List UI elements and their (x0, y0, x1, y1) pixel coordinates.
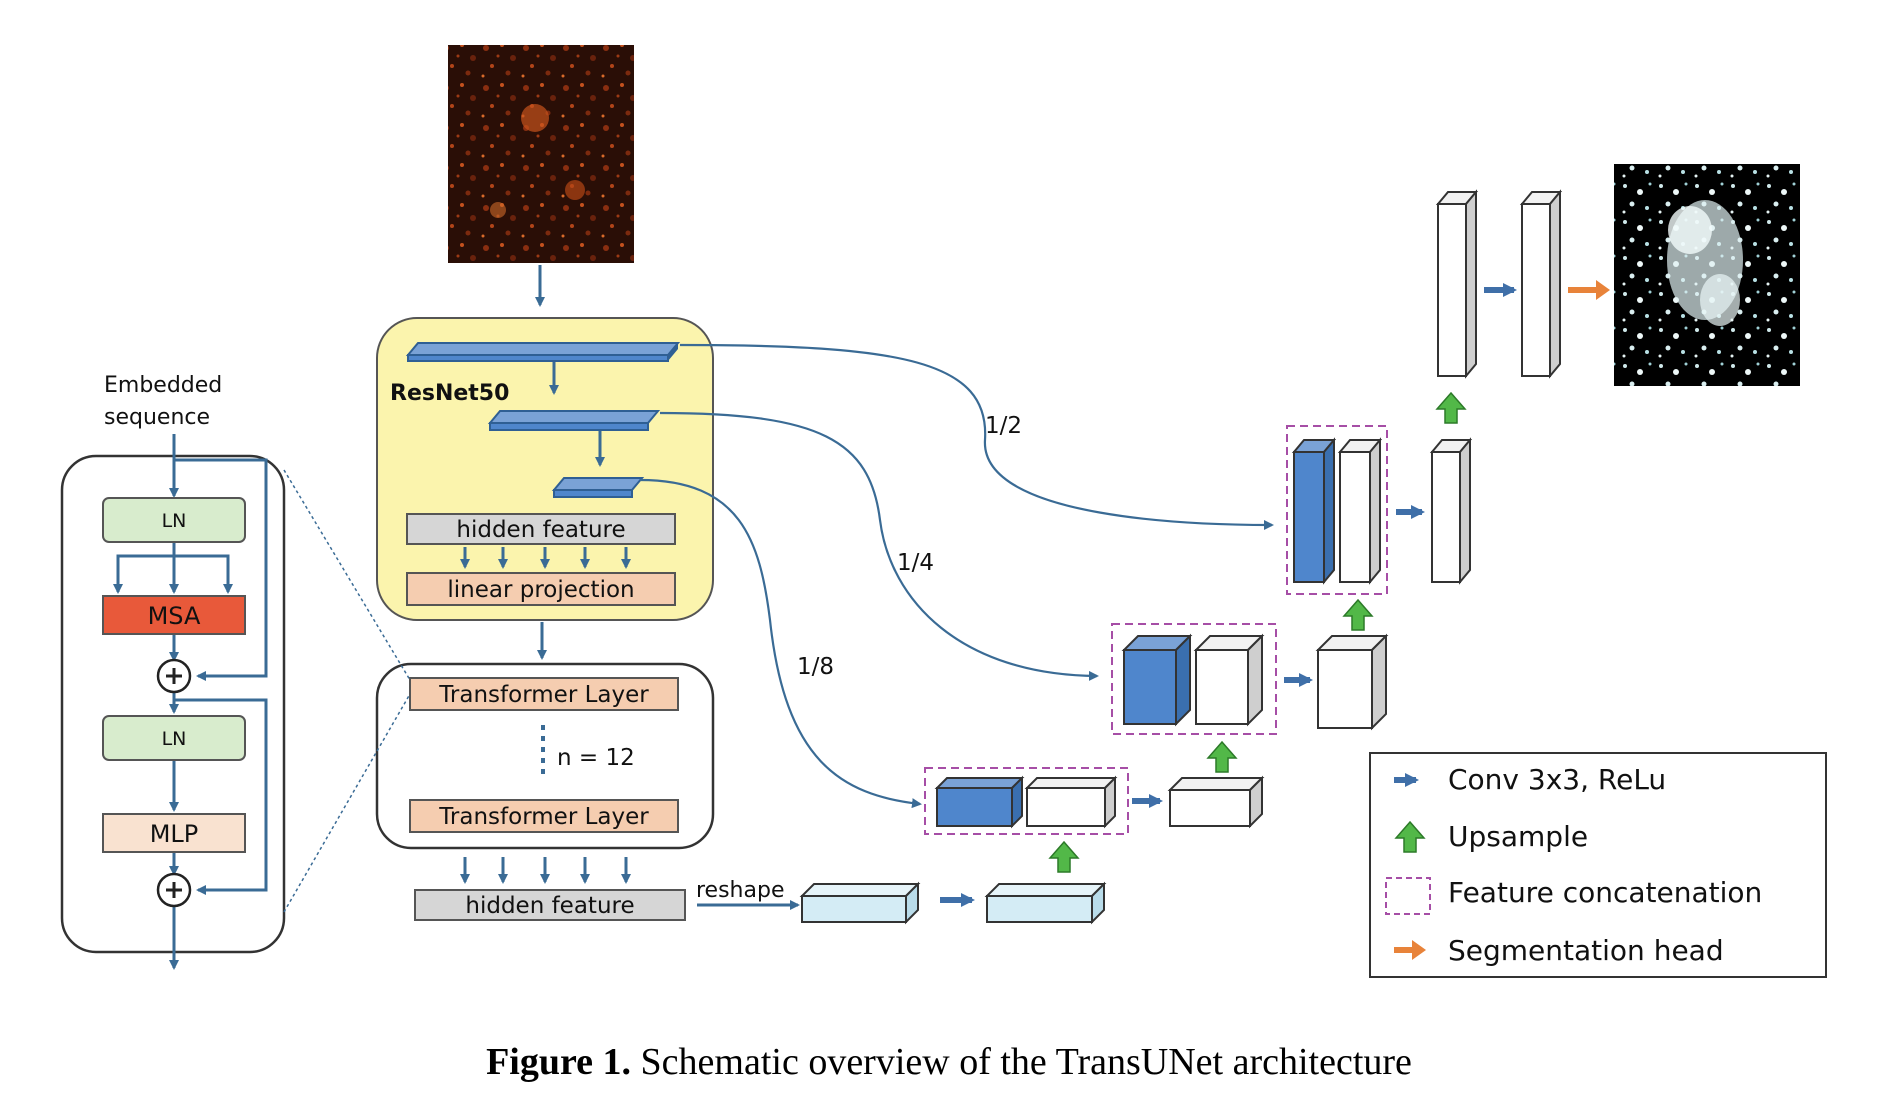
msa-label: MSA (148, 602, 201, 630)
projection-arrows (460, 547, 631, 569)
transformer-output-arrows (460, 857, 631, 884)
transformer-layer-top (409, 677, 679, 711)
upsampled-feature-half (1337, 437, 1383, 585)
output-mask (1614, 164, 1800, 386)
ln2-label: LN (162, 728, 187, 750)
upsample-arrow-1 (1048, 840, 1080, 873)
transformer-layer-top-label: Transformer Layer (438, 682, 649, 708)
caption-text: Schematic overview of the TransUNet arch… (631, 1041, 1412, 1083)
skip-half-label: 1/2 (985, 413, 1022, 439)
resnet-slab-3 (551, 477, 645, 498)
skip-quarter-label: 1/4 (897, 550, 934, 576)
repeat-label: n = 12 (557, 745, 635, 771)
concat-box-eighth (924, 767, 1129, 835)
upsample-arrow-4 (1435, 391, 1467, 424)
decoder-input-block (799, 881, 921, 925)
figure-caption: Figure 1. Schematic overview of the Tran… (0, 1040, 1898, 1084)
stage1-output-block (1167, 775, 1265, 829)
ln1-label: LN (162, 510, 187, 532)
final-block-2 (1519, 189, 1563, 379)
encoder-hidden-feature-label: hidden feature (456, 517, 625, 543)
segmentation-head-arrowhead (1596, 280, 1610, 300)
resnet-slab-2 (487, 410, 661, 431)
stage2-output-block (1315, 633, 1389, 731)
upsample-arrow-3 (1342, 598, 1374, 631)
legend-concat-label: Feature concatenation (1448, 876, 1762, 909)
caption-prefix: Figure 1. (486, 1041, 632, 1083)
transformer-hidden-feature-label: hidden feature (465, 893, 634, 919)
linear-projection-label: linear projection (447, 577, 634, 603)
skip-feature-half (1291, 437, 1337, 585)
input-image (448, 45, 634, 263)
transformer-hidden-feature-box (414, 889, 686, 921)
ln1-box (102, 497, 246, 543)
skip-connections (639, 343, 1274, 809)
add-icon-2 (156, 872, 192, 908)
upsampled-feature-quarter (1193, 633, 1265, 727)
zoom-guides (283, 469, 411, 913)
linear-projection-box (406, 572, 676, 606)
concat-box-half (1286, 425, 1388, 595)
resnet-label: ResNet50 (390, 381, 509, 406)
add-icon-1 (156, 658, 192, 694)
upsampled-feature-eighth (1024, 775, 1118, 829)
decoder-conv-block (984, 881, 1107, 925)
resnet-slab-1 (405, 342, 681, 362)
final-block-1 (1435, 189, 1479, 379)
embedded-sequence-label-2: sequence (104, 405, 210, 430)
reshape-label: reshape (696, 878, 784, 903)
legend-seghead-arrowhead (1412, 940, 1426, 960)
skip-eighth-label: 1/8 (797, 654, 834, 680)
legend-seghead-label: Segmentation head (1448, 934, 1724, 967)
skip-feature-eighth (934, 775, 1025, 829)
transformer-layer-bottom-label: Transformer Layer (438, 804, 649, 830)
concat-box-quarter (1111, 623, 1277, 735)
transformer-block-connectors (113, 434, 268, 970)
encoder-hidden-feature-box (406, 513, 676, 545)
legend-conv-label: Conv 3x3, ReLu (1448, 763, 1666, 796)
transformer-layer-bottom (409, 799, 679, 833)
legend-box (1369, 752, 1827, 978)
legend-upsample-icon (1394, 820, 1426, 853)
embedded-sequence-label-1: Embedded (104, 373, 222, 398)
msa-box (102, 595, 246, 635)
stage3-output-block (1429, 437, 1473, 585)
legend-concat-icon (1385, 877, 1431, 915)
ln2-box (102, 715, 246, 761)
legend-upsample-label: Upsample (1448, 820, 1588, 853)
mlp-box (102, 813, 246, 853)
mlp-label: MLP (150, 820, 199, 848)
skip-feature-quarter (1121, 633, 1193, 727)
upsample-arrow-2 (1206, 740, 1238, 773)
